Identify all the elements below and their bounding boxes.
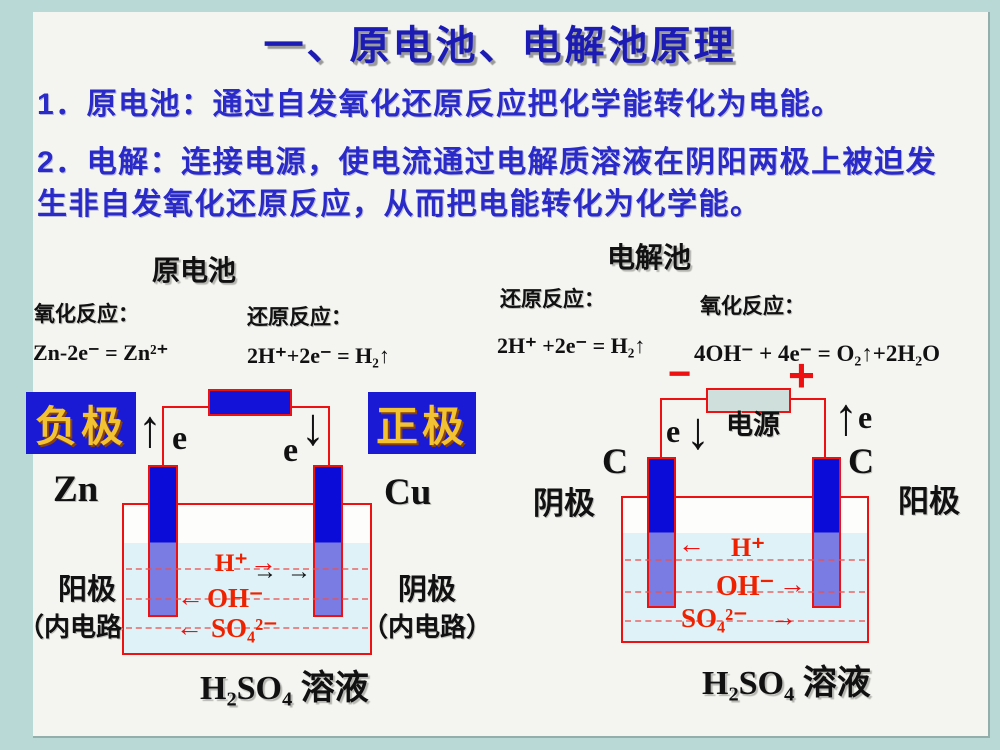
ion-right-arrow-icon: → <box>287 558 311 585</box>
hydroxide-ion-label: OH⁻ <box>716 571 775 602</box>
positive-terminal-label: 正极 <box>375 402 468 450</box>
electron-flow-down-arrow-icon: ↓ <box>686 402 710 461</box>
electron-flow-down-arrow-icon: ↓ <box>301 398 325 457</box>
galvanic-reduction-equation: 2H⁺+2e⁻ = H₂↑ <box>247 343 390 368</box>
hydrogen-ion-label: H⁺ <box>731 533 765 562</box>
inner-cathode-sublabel: （内电路） <box>362 612 493 642</box>
ion-path-line <box>126 568 368 570</box>
ion-path-line <box>625 620 865 622</box>
wire <box>292 406 330 408</box>
load-resistor <box>208 389 292 416</box>
galvanic-oxidation-equation: Zn-2e⁻ = Zn²⁺ <box>33 340 169 365</box>
electrolysis-oxidation-equation: 4OH⁻ + 4e⁻ = O₂↑+2H₂O <box>694 341 941 366</box>
hydroxide-ion-label: OH⁻ <box>207 583 264 613</box>
ion-path-line <box>625 591 865 593</box>
inner-cathode-label: 阴极 <box>398 574 457 606</box>
galvanic-header: 原电池 <box>152 255 237 286</box>
minus-sign: − <box>668 352 692 396</box>
sulfate-ion-label: SO₄²⁻ <box>211 613 278 643</box>
negative-terminal-badge: 负极 <box>26 392 136 454</box>
electron-symbol: e <box>283 432 299 469</box>
ion-path-line <box>625 559 865 561</box>
hydrogen-ion-label: H⁺ <box>215 550 248 577</box>
electrolysis-reduction-equation: 2H⁺ +2e⁻ = H₂↑ <box>497 333 646 358</box>
electron-symbol: e <box>858 399 873 435</box>
ion-left-arrow-icon: ← <box>176 612 203 642</box>
zinc-electrode <box>148 465 178 617</box>
ion-right-arrow-icon: → <box>253 558 277 585</box>
electron-symbol: e <box>172 420 188 457</box>
sulfate-ion-label: SO₄²⁻ <box>681 603 748 633</box>
wire <box>328 406 330 466</box>
wire <box>162 406 164 466</box>
electrolysis-oxidation-label: 氧化反应： <box>700 295 805 318</box>
galvanic-solution-label: H₂SO₄ 溶液 <box>200 670 369 707</box>
ion-path-line <box>126 598 368 600</box>
power-supply-label: 电源 <box>726 410 780 440</box>
negative-terminal-label: 负极 <box>34 402 127 450</box>
plus-sign: + <box>788 349 815 401</box>
carbon-electrode-label: C <box>848 441 874 481</box>
wire <box>162 406 208 408</box>
ion-left-arrow-icon: ← <box>678 529 705 559</box>
power-supply-box <box>706 388 791 413</box>
anode-label: 阳极 <box>898 484 960 519</box>
electrolysis-header: 电解池 <box>607 242 692 273</box>
ion-right-arrow-icon: → <box>770 602 797 632</box>
copper-electrode <box>313 465 343 617</box>
positive-terminal-badge: 正极 <box>368 392 476 454</box>
zinc-electrode-label: Zn <box>53 469 99 510</box>
ion-path-line <box>126 627 368 629</box>
intro-line-1: 1．原电池：通过自发氧化还原反应把化学能转化为电能。 <box>37 88 843 121</box>
wire <box>660 398 706 400</box>
electrolysis-reduction-label: 还原反应： <box>500 288 605 311</box>
electron-symbol: e <box>666 413 681 449</box>
carbon-electrode-label: C <box>602 441 628 481</box>
ion-left-arrow-icon: ← <box>177 582 204 612</box>
copper-electrode-label: Cu <box>384 472 432 513</box>
inner-anode-sublabel: （内电路 <box>18 612 123 642</box>
electrolysis-solution-label: H₂SO₄ 溶液 <box>702 665 871 702</box>
carbon-electrode <box>647 457 676 608</box>
galvanic-reduction-label: 还原反应： <box>247 306 352 329</box>
ion-right-arrow-icon: → <box>250 547 277 577</box>
cathode-label: 阴极 <box>533 486 595 521</box>
ion-right-arrow-icon: → <box>779 569 806 599</box>
slide-title: 一、原电池、电解池原理 <box>263 24 737 68</box>
intro-line-2a: 2．电解：连接电源，使电流通过电解质溶液在阴阳两极上被迫发 <box>37 146 938 179</box>
wire <box>824 398 826 458</box>
electron-flow-up-arrow-icon: ↑ <box>138 400 162 459</box>
wire <box>791 398 826 400</box>
galvanic-oxidation-label: 氧化反应： <box>34 303 139 326</box>
carbon-electrode <box>812 457 841 608</box>
intro-line-2b: 生非自发氧化还原反应，从而把电能转化为化学能。 <box>37 188 762 221</box>
wire <box>660 398 662 458</box>
inner-anode-label: 阳极 <box>58 574 117 606</box>
electron-flow-up-arrow-icon: ↑ <box>834 388 858 447</box>
